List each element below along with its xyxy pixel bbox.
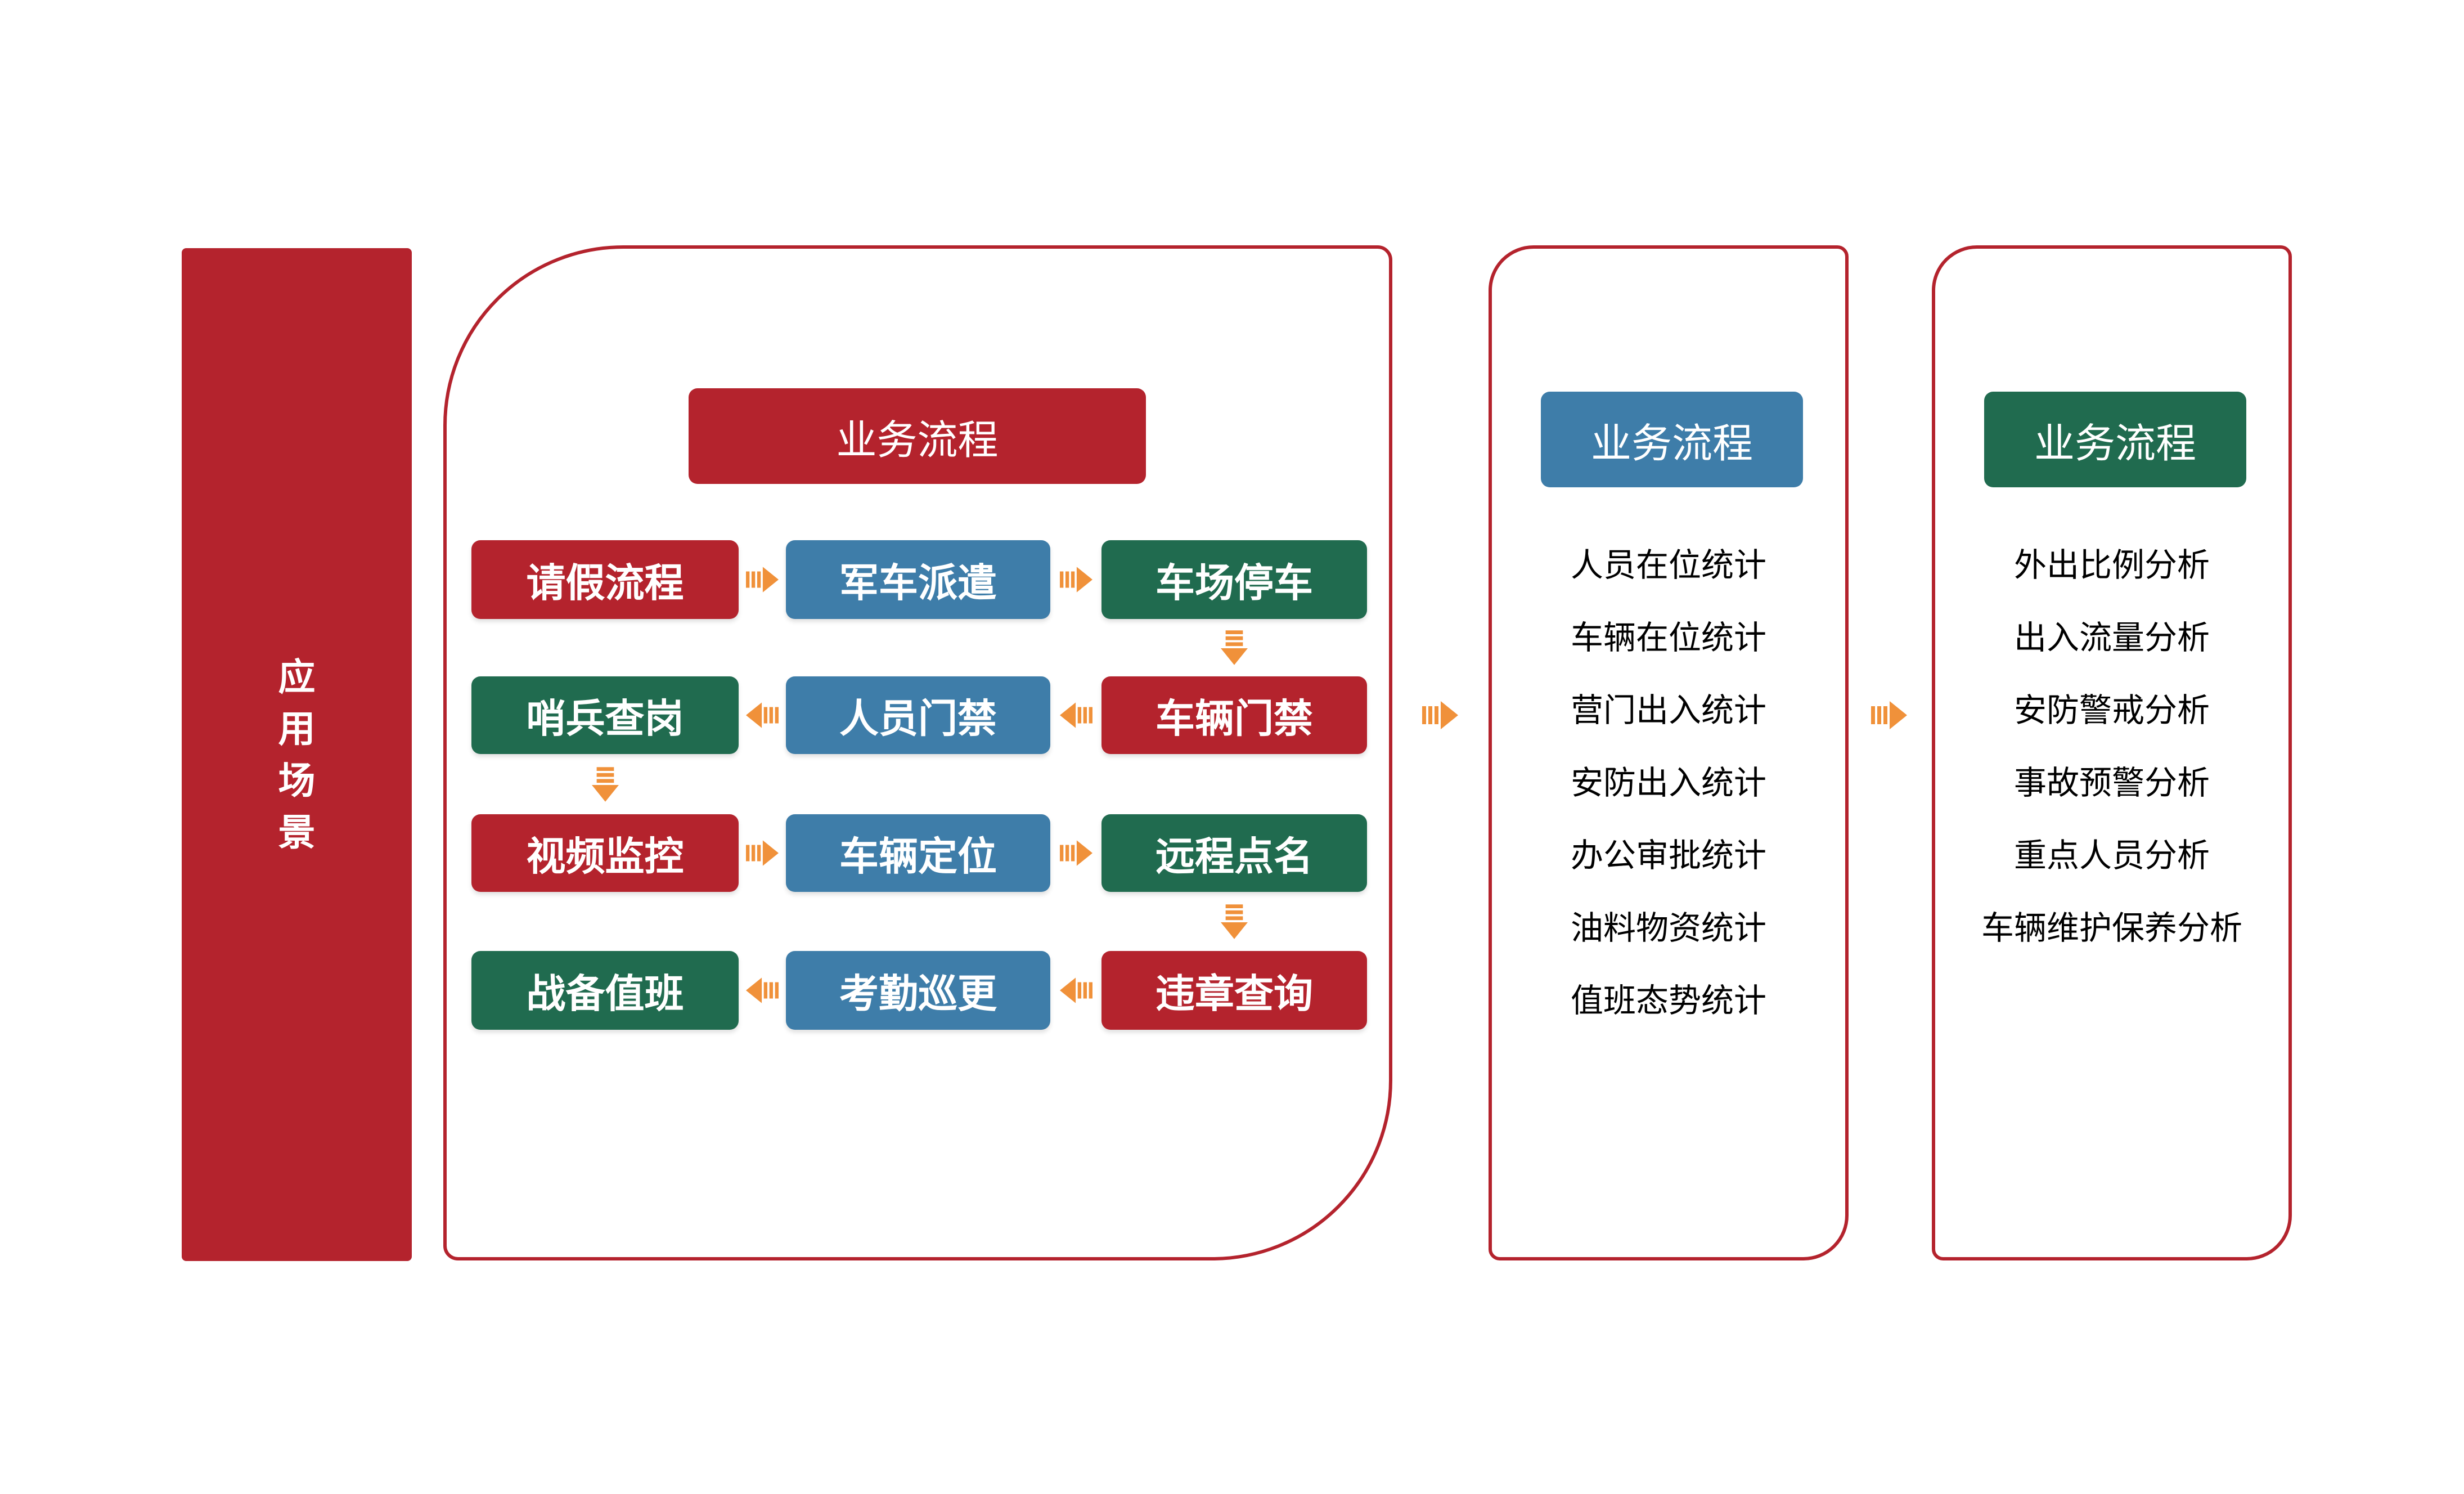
flow-box-vehicle-positioning: 车辆定位: [786, 814, 1050, 892]
list-item: 安防出入统计: [1570, 764, 1766, 801]
statistics-panel: 业务流程 人员在位统计 车辆在位统计 营门出入统计 安防出入统计 办公审批统计 …: [1489, 245, 1849, 1260]
list-item: 外出比例分析: [2013, 546, 2210, 584]
flow-box-label: 军车派遣: [839, 560, 997, 605]
list-item: 办公审批统计: [1570, 837, 1766, 874]
analysis-panel-header-label: 业务流程: [2034, 421, 2196, 466]
flow-box-attendance-patrol: 考勤巡更: [786, 951, 1050, 1030]
flow-box-label: 请假流程: [526, 560, 684, 605]
flow-box-label: 违章查询: [1155, 971, 1313, 1016]
arrow-right-icon: [739, 814, 786, 892]
arrow-right-icon: [1871, 701, 1907, 730]
arrow-right-icon: [1050, 814, 1101, 892]
analysis-panel-header: 业务流程: [1984, 392, 2246, 487]
arrow-down-icon: [1101, 892, 1367, 951]
arrow-right-icon: [1050, 540, 1101, 619]
list-item: 营门出入统计: [1570, 692, 1766, 729]
flow-box-vehicle-access-control: 车辆门禁: [1101, 676, 1367, 754]
flow-box-label: 车辆门禁: [1155, 696, 1313, 741]
flow-grid: 请假流程 军车派遣 车场停车 哨兵查岗: [471, 540, 1367, 1030]
analysis-list: 外出比例分析 出入流量分析 安防警戒分析 事故预警分析 重点人员分析 车辆维护保…: [1935, 526, 2288, 961]
flow-panel-header: 业务流程: [689, 388, 1146, 484]
arrow-down-icon: [471, 754, 739, 814]
flow-box-label: 远程点名: [1155, 834, 1313, 878]
flow-panel-header-label: 业务流程: [836, 418, 999, 463]
flow-box-remote-rollcall: 远程点名: [1101, 814, 1367, 892]
flow-box-parking-lot: 车场停车: [1101, 540, 1367, 619]
flow-box-combat-readiness-duty: 战备值班: [471, 951, 739, 1030]
flow-box-leave-process: 请假流程: [471, 540, 739, 619]
flow-box-violation-query: 违章查询: [1101, 951, 1367, 1030]
flow-box-personnel-access-control: 人员门禁: [786, 676, 1050, 754]
arrow-left-icon: [1050, 676, 1101, 754]
application-scenarios-label: 应用场景: [278, 656, 316, 853]
list-item: 车辆在位统计: [1570, 619, 1766, 656]
application-scenarios-banner: 应用场景: [182, 248, 412, 1261]
arrow-left-icon: [1050, 951, 1101, 1030]
arrow-left-icon: [739, 676, 786, 754]
flow-box-label: 哨兵查岗: [526, 696, 684, 741]
flow-box-label: 考勤巡更: [839, 971, 997, 1016]
flow-box-label: 车辆定位: [839, 834, 997, 878]
analysis-panel: 业务流程 外出比例分析 出入流量分析 安防警戒分析 事故预警分析 重点人员分析 …: [1932, 245, 2292, 1260]
list-item: 车辆维护保养分析: [1981, 909, 2242, 946]
arrow-down-icon: [1101, 619, 1367, 676]
list-item: 事故预警分析: [2013, 764, 2210, 801]
arrow-right-icon: [739, 540, 786, 619]
list-item: 出入流量分析: [2013, 619, 2210, 656]
list-item: 值班态势统计: [1570, 982, 1766, 1019]
flow-box-label: 视频监控: [526, 834, 684, 878]
statistics-panel-header: 业务流程: [1541, 392, 1803, 487]
flow-box-label: 车场停车: [1155, 560, 1313, 605]
list-item: 人员在位统计: [1570, 546, 1766, 584]
statistics-list: 人员在位统计 车辆在位统计 营门出入统计 安防出入统计 办公审批统计 油料物资统…: [1492, 526, 1845, 1034]
list-item: 油料物资统计: [1570, 909, 1766, 946]
flow-box-video-surveillance: 视频监控: [471, 814, 739, 892]
statistics-panel-header-label: 业务流程: [1590, 421, 1753, 466]
flow-box-military-vehicle-dispatch: 军车派遣: [786, 540, 1050, 619]
arrow-left-icon: [739, 951, 786, 1030]
flow-box-label: 战备值班: [526, 971, 684, 1016]
list-item: 重点人员分析: [2013, 837, 2210, 874]
flow-box-sentry-check: 哨兵查岗: [471, 676, 739, 754]
list-item: 安防警戒分析: [2013, 692, 2210, 729]
arrow-right-icon: [1422, 701, 1458, 730]
flow-box-label: 人员门禁: [839, 696, 997, 741]
